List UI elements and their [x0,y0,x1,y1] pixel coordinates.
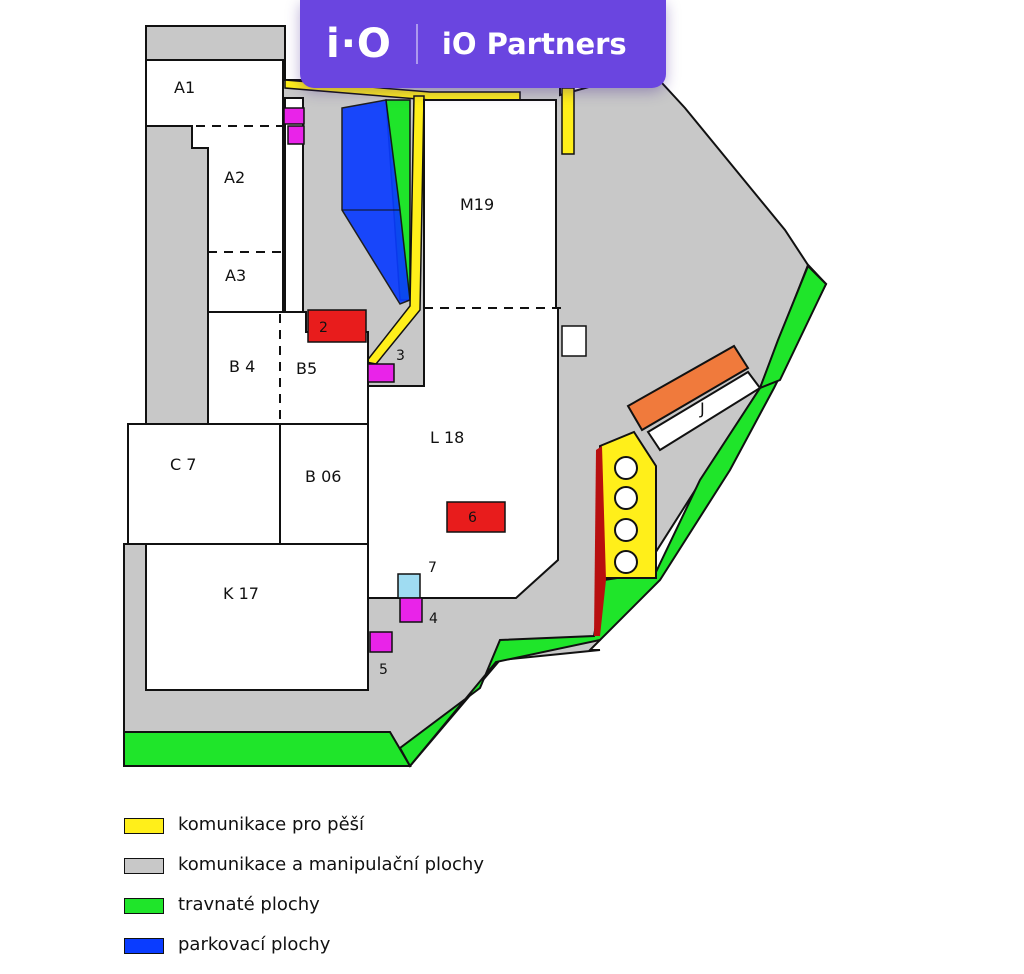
grass-bottom-left [123,731,412,767]
building-l18-m19 [367,99,559,599]
building-b06 [279,423,369,545]
building-k17 [145,543,369,691]
legend-label: komunikace a manipulační plochy [178,854,484,875]
building-c7 [127,423,281,545]
marker-label-5: 5 [379,662,388,678]
legend-swatch-pedestrian [124,818,164,834]
legend-swatch-parking [124,938,164,954]
building-j-roof [626,344,750,432]
unit-label-b06: B 06 [305,467,341,486]
unit-label-j: J [699,399,705,418]
unit-label-a1: A1 [174,78,195,97]
marker-label-2: 2 [319,320,328,336]
unit-label-l18: L 18 [430,428,464,447]
tank-area-edge [594,446,606,636]
tank-2 [614,486,638,510]
building-a [145,59,284,313]
legend-label: travnaté plochy [178,894,320,915]
unit-label-a3: A3 [225,266,246,285]
legend-swatch-grass [124,898,164,914]
unit-label-b4: B 4 [229,357,255,376]
unit-label-c7: C 7 [170,455,196,474]
brand-divider [415,24,418,64]
marker-3-box [367,363,395,383]
marker-6-box [446,501,506,533]
unit-label-b5: B5 [296,359,317,378]
small-white-box [561,325,587,357]
brand-banner: i·O iO Partners [300,0,666,88]
grass-right-upper [758,264,828,390]
legend-label: komunikace pro pěší [178,814,365,835]
unit-label-k17: K 17 [223,584,259,603]
marker-5-box [369,631,393,653]
brand-logo-icon: i·O [326,21,392,67]
unit-label-m19: M19 [460,195,494,214]
marker-2-box [307,309,367,343]
tank-1 [614,456,638,480]
marker-label-6: 6 [468,510,477,526]
building-j [646,370,762,452]
marker-4-box [399,597,423,623]
pedestrian-path-right [561,87,575,155]
legend-label: parkovací plochy [178,934,331,955]
tank-3 [614,518,638,542]
marker-a-box [283,107,305,125]
marker-7-box [397,573,421,599]
brand-name: iO Partners [441,27,627,61]
marker-label-4: 4 [429,611,438,627]
marker-a-box-2 [287,125,305,145]
marker-label-7: 7 [428,560,437,576]
grass-right [398,263,828,768]
unit-label-a2: A2 [224,168,245,187]
marker-label-3: 3 [396,348,405,364]
legend-swatch-manipulation [124,858,164,874]
tank-4 [614,550,638,574]
